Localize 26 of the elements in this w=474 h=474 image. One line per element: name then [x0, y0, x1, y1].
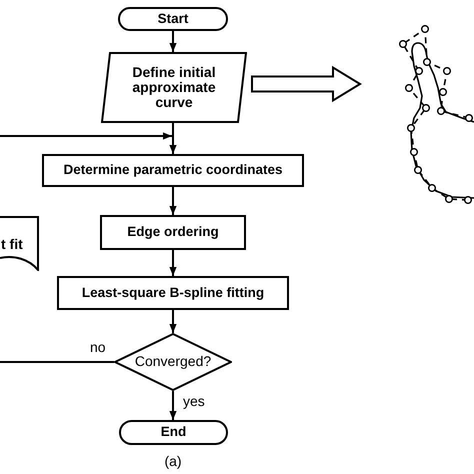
process-box — [57, 276, 289, 310]
arrow — [169, 123, 177, 154]
arrow — [169, 250, 177, 276]
block-arrow — [251, 66, 362, 102]
decision-label: Converged? — [134, 353, 212, 371]
figure-caption: (a) — [164, 454, 182, 468]
arrow — [169, 187, 177, 215]
terminal-shape — [119, 420, 228, 445]
step-label: t fit — [1, 236, 23, 254]
arrow — [0, 132, 172, 140]
document-shape — [0, 216, 39, 271]
step-label: Define initial approximate curve — [131, 65, 217, 110]
terminal-shape — [118, 7, 228, 31]
arrow — [169, 31, 177, 52]
terminal-label: Start — [158, 10, 188, 28]
step-label: Least-square B-spline fitting — [82, 284, 264, 302]
arrow — [169, 391, 177, 420]
step-label: Determine parametric coordinates — [63, 162, 283, 179]
terminal-label: End — [160, 424, 186, 441]
process-box — [42, 154, 304, 187]
input-parallelogram — [101, 52, 247, 123]
arrow — [169, 310, 177, 333]
connector-line — [0, 361, 114, 363]
process-box — [100, 215, 246, 250]
decision-diamond — [114, 333, 232, 391]
step-label: Edge ordering — [127, 224, 219, 241]
